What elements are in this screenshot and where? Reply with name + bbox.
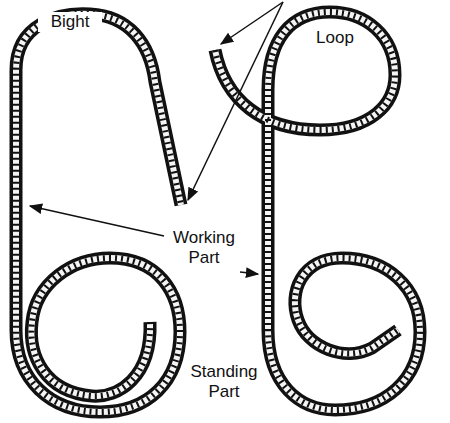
part-label: Loop <box>308 28 362 48</box>
leader-arrow <box>188 2 283 200</box>
part-label: Bight <box>38 12 102 32</box>
rope <box>215 12 420 410</box>
rope-strand <box>16 14 181 412</box>
leader-arrow <box>240 272 258 274</box>
part-label: Working Part <box>166 228 242 268</box>
leader-arrow <box>221 2 283 44</box>
rope-twist <box>215 12 420 410</box>
leader-arrow <box>30 206 164 236</box>
rope-twist <box>16 14 181 412</box>
rope-strand <box>215 12 420 410</box>
part-label: Standing Part <box>184 362 264 402</box>
rope <box>16 14 181 412</box>
